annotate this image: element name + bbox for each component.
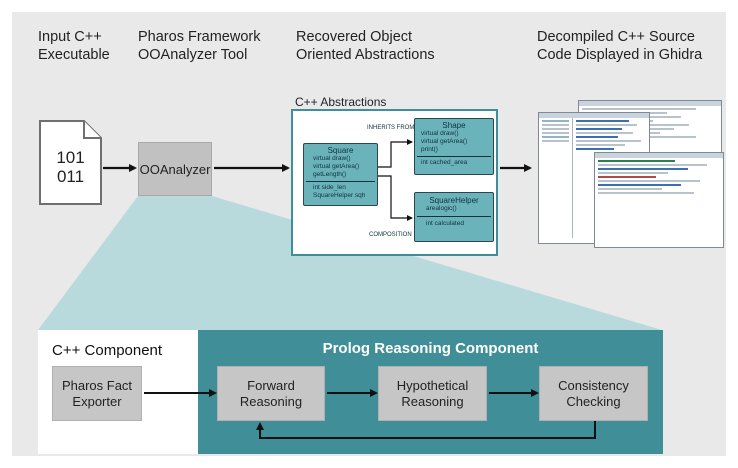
zoom-projection bbox=[38, 196, 662, 330]
class-square-divider bbox=[306, 181, 375, 182]
squarehelper-field-1: int calculated bbox=[426, 220, 464, 227]
feedback-loop-arrow bbox=[256, 420, 596, 439]
composition-label: COMPOSITION bbox=[369, 232, 412, 238]
shape-method-1: virtual draw() bbox=[421, 130, 459, 137]
pharos-fact-exporter-label: Pharos Fact Exporter bbox=[61, 377, 133, 409]
inherits-connector bbox=[378, 139, 413, 168]
header-framework-line1: Pharos Framework bbox=[138, 29, 261, 45]
class-squarehelper-name: SquareHelper bbox=[429, 196, 479, 205]
binary-file-text: 101 011 bbox=[40, 148, 101, 186]
composition-connector bbox=[378, 175, 413, 221]
binary-file-line2: 011 bbox=[56, 167, 85, 186]
consistency-checking-box: Consistency Checking bbox=[539, 366, 648, 421]
header-decompiled-line2: Code Displayed in Ghidra bbox=[537, 47, 703, 63]
class-square-name: Square bbox=[327, 146, 354, 155]
header-recovered-line1: Recovered Object bbox=[296, 29, 413, 45]
class-square: Square virtual draw() virtual getArea() … bbox=[303, 143, 378, 206]
ooanalyzer-label: OOAnalyzer bbox=[139, 161, 211, 177]
class-squarehelper: SquareHelper arealogic() int calculated bbox=[414, 192, 494, 242]
hypothetical-reasoning-box: Hypothetical Reasoning bbox=[378, 366, 487, 421]
prolog-component-title: Prolog Reasoning Component bbox=[322, 340, 539, 357]
abstractions-title: C++ Abstractions bbox=[295, 95, 387, 109]
square-field-1: int side_len bbox=[313, 184, 346, 191]
inherits-label: INHERITS FROM bbox=[367, 125, 415, 131]
header-framework-line2: OOAnalyzer Tool bbox=[138, 47, 248, 63]
ooanalyzer-box: OOAnalyzer bbox=[138, 142, 212, 196]
header-recovered-line2: Oriented Abstractions bbox=[296, 47, 435, 63]
square-field-2: SquareHelper sqh bbox=[313, 192, 366, 199]
header-decompiled: Decompiled C++ Source Code Displayed in … bbox=[537, 28, 702, 64]
shape-field-1: int cached_area bbox=[421, 159, 468, 166]
class-shape-divider bbox=[417, 156, 491, 157]
ghidra-screenshot-stack bbox=[538, 100, 724, 250]
square-method-1: virtual draw() bbox=[313, 155, 351, 162]
header-input-line1: Input C++ bbox=[38, 29, 102, 45]
binary-file-icon bbox=[39, 120, 102, 205]
header-recovered: Recovered Object Oriented Abstractions bbox=[296, 28, 435, 64]
binary-file-line1: 101 bbox=[56, 148, 85, 167]
consistency-checking-label: Consistency Checking bbox=[558, 377, 629, 409]
square-method-3: getLength() bbox=[313, 171, 347, 178]
forward-reasoning-label: Forward Reasoning bbox=[239, 377, 303, 409]
class-shape: Shape virtual draw() virtual getArea() p… bbox=[414, 118, 494, 175]
header-decompiled-line1: Decompiled C++ Source bbox=[537, 29, 695, 45]
class-shape-name: Shape bbox=[442, 121, 466, 130]
shape-method-2: virtual getArea() bbox=[421, 138, 468, 145]
square-method-2: virtual getArea() bbox=[313, 163, 360, 170]
pharos-fact-exporter-box: Pharos Fact Exporter bbox=[52, 366, 142, 421]
forward-reasoning-box: Forward Reasoning bbox=[217, 366, 325, 421]
ghidra-window-front bbox=[594, 152, 724, 248]
hypothetical-reasoning-label: Hypothetical Reasoning bbox=[396, 377, 469, 409]
squarehelper-method-1: arealogic() bbox=[426, 205, 457, 212]
cpp-component-title: C++ Component bbox=[52, 342, 163, 359]
class-squarehelper-divider bbox=[417, 216, 491, 217]
shape-method-3: print() bbox=[421, 146, 438, 153]
header-input-line2: Executable bbox=[38, 47, 110, 63]
header-framework: Pharos Framework OOAnalyzer Tool bbox=[138, 28, 260, 64]
header-input: Input C++ Executable bbox=[38, 28, 110, 64]
